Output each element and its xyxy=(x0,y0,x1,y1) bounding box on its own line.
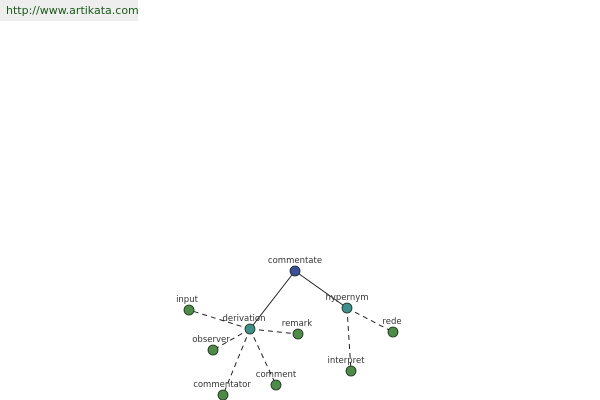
node-observer[interactable] xyxy=(207,344,219,356)
graph-labels: commentate derivation hypernym input remark o… xyxy=(176,256,402,390)
edge-derivation-comment xyxy=(249,328,277,386)
node-hypernym[interactable] xyxy=(341,302,353,314)
edge-commentate-hypernym xyxy=(294,270,348,309)
node-label-rede: rede xyxy=(382,317,401,327)
node-derivation[interactable] xyxy=(244,323,256,335)
edge-commentate-derivation xyxy=(249,270,296,330)
edge-hypernym-interpret xyxy=(346,307,352,372)
node-label-remark: remark xyxy=(282,319,313,329)
node-label-derivation: derivation xyxy=(222,314,265,324)
node-label-commentator: commentator xyxy=(193,380,251,390)
node-commentator[interactable] xyxy=(217,389,229,400)
edge-derivation-remark xyxy=(249,328,299,335)
edge-derivation-input xyxy=(188,309,251,330)
node-label-observer: observer xyxy=(192,335,230,345)
node-interpret[interactable] xyxy=(345,365,357,377)
site-url[interactable]: http://www.artikata.com xyxy=(0,0,139,21)
node-label-commentate: commentate xyxy=(268,256,322,266)
node-comment[interactable] xyxy=(270,379,282,391)
node-label-hypernym: hypernym xyxy=(325,293,368,303)
edge-derivation-commentator xyxy=(222,328,251,396)
node-label-input: input xyxy=(176,295,199,305)
node-input[interactable] xyxy=(183,304,195,316)
edge-derivation-observer xyxy=(212,328,251,351)
node-label-interpret: interpret xyxy=(327,356,365,366)
node-label-comment: comment xyxy=(256,370,297,380)
graph-edges xyxy=(188,270,394,396)
node-remark[interactable] xyxy=(292,328,304,340)
node-rede[interactable] xyxy=(387,326,399,338)
graph-nodes xyxy=(183,265,399,400)
node-commentate[interactable] xyxy=(289,265,301,277)
